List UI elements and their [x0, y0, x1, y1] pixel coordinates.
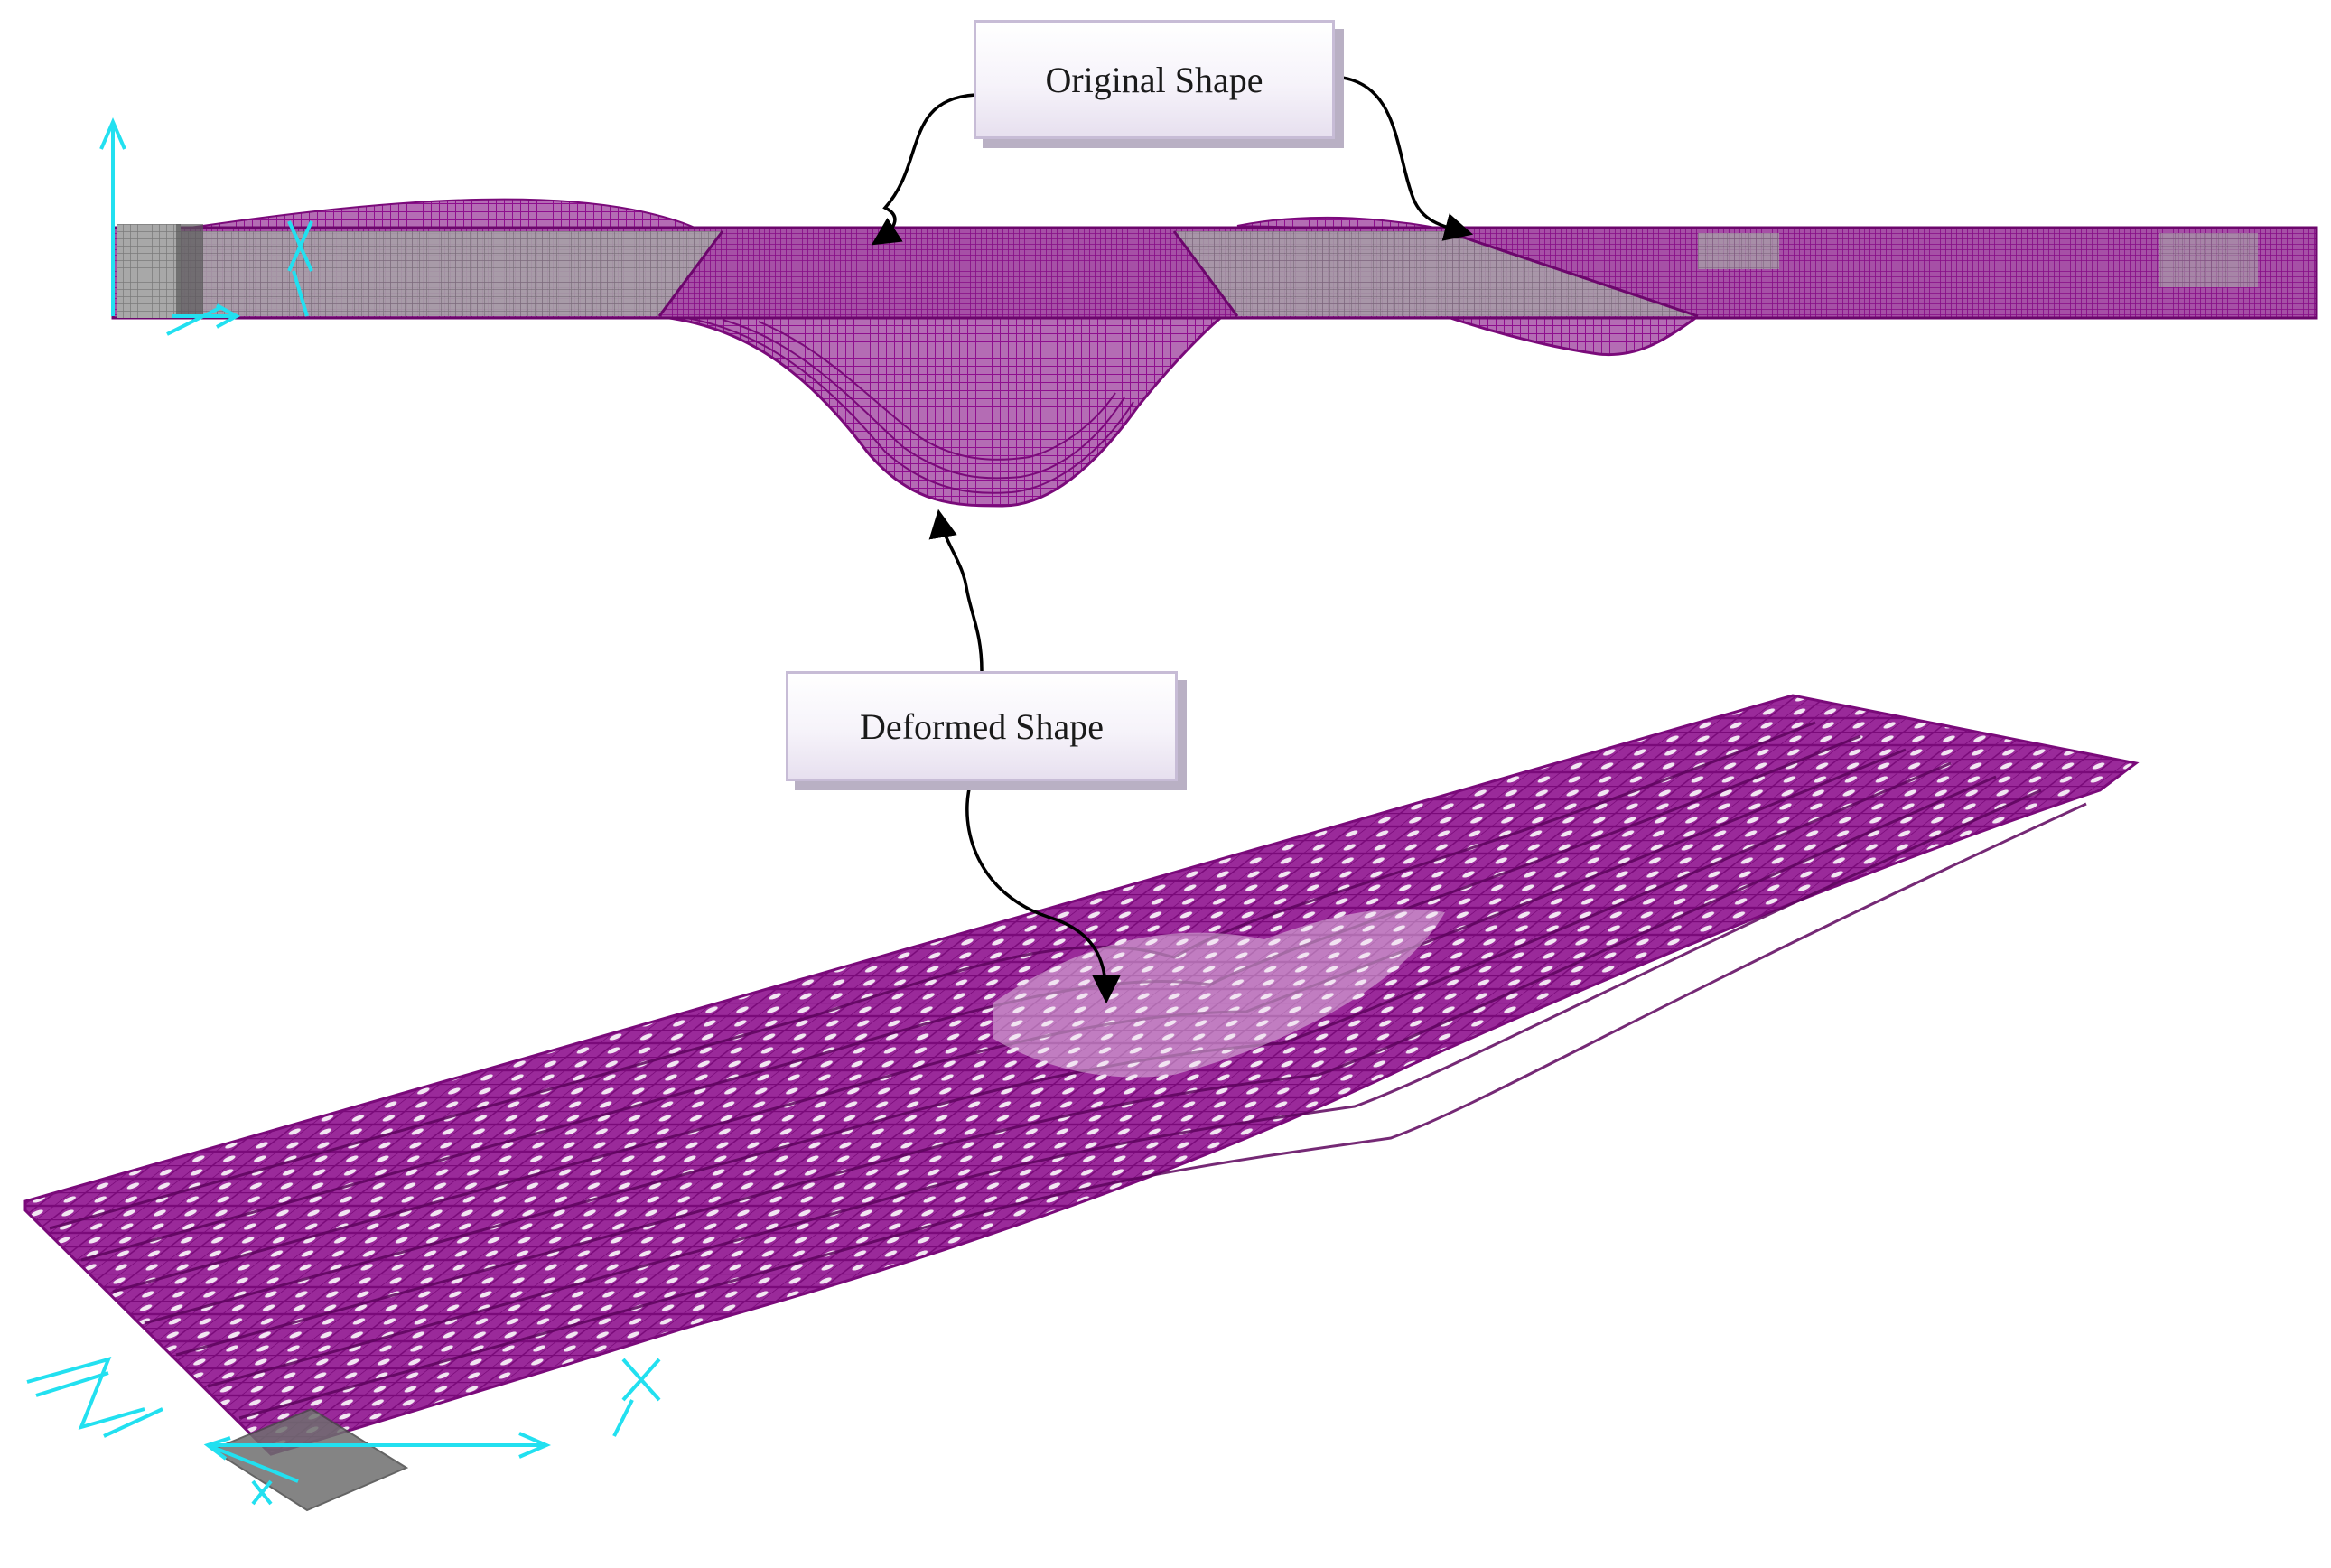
axis-triad-icon — [26, 1356, 661, 1506]
arrow-original-left — [871, 93, 976, 246]
original-shape-text: Original Shape — [1045, 59, 1263, 100]
annotation-arrows — [871, 75, 1474, 1004]
arrow-original-right — [1334, 75, 1474, 241]
arrow-deformed-up — [928, 509, 984, 672]
deck-mesh — [23, 694, 2140, 1456]
original-shape-label: Original Shape — [974, 20, 1335, 139]
deformed-shape-label: Deformed Shape — [786, 671, 1178, 781]
arrow-deformed-down — [965, 780, 1121, 1004]
axis-triad-icon — [99, 117, 313, 336]
deformed-shape-text: Deformed Shape — [860, 705, 1104, 747]
support-block — [210, 1407, 409, 1512]
deformed-sag-secondary — [1444, 314, 1702, 357]
deformed-sag-main — [654, 310, 1233, 508]
original-shape-elevation — [111, 198, 2318, 508]
deformed-shape-3d — [23, 694, 2140, 1512]
